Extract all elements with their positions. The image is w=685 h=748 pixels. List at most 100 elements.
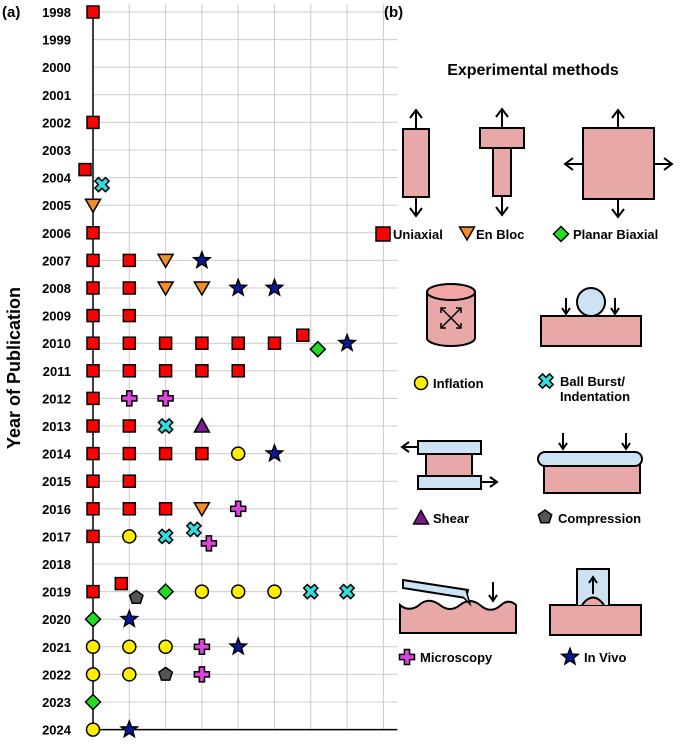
legend-in-vivo-label: In Vivo	[584, 650, 626, 665]
marker-square-2013	[122, 419, 137, 433]
legend-shear-label: Shear	[433, 511, 469, 526]
year-tick-label: 2005	[42, 198, 71, 213]
marker-circle-2024	[85, 722, 101, 737]
marker-triangle-down-2016	[193, 502, 211, 518]
marker-plus-2016	[229, 500, 247, 518]
year-tick-label: 2013	[42, 419, 71, 434]
panel-a-label: (a)	[2, 4, 20, 21]
legend-en-bloc-label: En Bloc	[476, 227, 524, 242]
legend-marker-circle	[413, 375, 429, 391]
year-tick-label: 2017	[42, 529, 71, 544]
marker-triangle-down-2008	[193, 281, 211, 297]
legend-marker-plus	[398, 648, 416, 666]
marker-plus-2012	[121, 390, 138, 407]
year-tick-label: 2008	[42, 281, 71, 296]
marker-star-2008	[228, 277, 249, 297]
marker-square-2016	[86, 502, 100, 516]
panel-a-timeline-chart: (a) 199819992000200120022003200420052006…	[2, 4, 398, 739]
legend-uniaxial-label: Uniaxial	[393, 227, 443, 242]
legend-planar-biaxial: Planar Biaxial	[552, 225, 658, 243]
marker-square-2010	[158, 336, 173, 350]
marker-x-2017	[185, 521, 203, 538]
year-tick-label: 2015	[42, 474, 71, 489]
marker-square-2013	[86, 419, 100, 433]
marker-square-2004	[78, 162, 92, 177]
marker-star-2021	[228, 636, 249, 656]
shear-diagram	[400, 440, 499, 490]
marker-square-2019	[114, 576, 129, 591]
marker-triangle-down-2007	[156, 253, 175, 269]
legend-microscopy-label: Microscopy	[420, 650, 493, 665]
panel-b-label: (b)	[384, 4, 403, 21]
year-tick-label: 2024	[42, 723, 72, 738]
legend-ball-burst-label-line2: Indentation	[560, 389, 630, 404]
in-vivo-diagram	[549, 568, 642, 636]
marker-square-2015	[122, 474, 137, 488]
marker-square-2014	[86, 446, 100, 461]
marker-circle-2022	[122, 667, 137, 682]
marker-star-2007	[191, 249, 213, 270]
year-tick-label: 2012	[42, 391, 71, 406]
year-tick-label: 2022	[42, 667, 71, 682]
marker-square-2010	[231, 336, 245, 350]
year-tick-label: 2023	[42, 695, 71, 710]
legend-in-vivo: In Vivo	[559, 646, 626, 666]
marker-square-2008	[86, 281, 100, 295]
marker-circle-2019	[230, 584, 246, 599]
marker-square-2016	[158, 502, 173, 516]
legend-inflation-label: Inflation	[433, 376, 484, 391]
marker-plus-2012	[157, 390, 174, 407]
year-tick-label: 2011	[43, 364, 71, 379]
marker-diamond-2010	[309, 340, 327, 358]
legend-marker-square	[375, 226, 391, 242]
marker-square-2007	[86, 253, 100, 268]
marker-square-2011	[86, 364, 100, 378]
y-axis-title: Year of Publication	[4, 287, 24, 449]
marker-x-2013	[157, 417, 174, 435]
microscopy-diagram	[399, 578, 517, 634]
year-tick-label: 2010	[42, 336, 71, 351]
legend-marker-x	[537, 372, 555, 390]
marker-square-2006	[86, 226, 100, 240]
marker-diamond-2019	[157, 583, 175, 601]
legend-marker-triangle-up	[412, 508, 430, 525]
en-bloc-diagram	[479, 107, 525, 217]
marker-square-2010	[296, 328, 310, 342]
marker-circle-2017	[122, 529, 137, 544]
year-tick-label: 2003	[42, 143, 71, 158]
marker-square-2010	[267, 336, 282, 350]
legend-marker-diamond	[552, 225, 570, 243]
legend-microscopy: Microscopy	[398, 648, 493, 666]
compression-diagram	[537, 433, 643, 494]
year-tick-label: 1999	[42, 33, 71, 48]
marker-diamond-2023	[84, 693, 102, 711]
marker-plus-2022	[193, 666, 211, 683]
marker-square-2009	[86, 308, 100, 323]
marker-triangle-down-2008	[156, 281, 175, 297]
legend-marker-triangle-down	[458, 226, 476, 242]
marker-square-2010	[86, 336, 100, 350]
marker-x-2017	[157, 528, 174, 545]
marker-circle-2019	[267, 584, 282, 599]
legend-compression: Compression	[537, 509, 641, 526]
marker-square-2007	[122, 253, 137, 268]
marker-diamond-2020	[84, 610, 102, 628]
year-tick-label: 2016	[42, 502, 71, 517]
marker-triangle-down-2005	[84, 198, 102, 214]
marker-circle-2014	[230, 446, 246, 461]
year-axis-labels: 1998199920002001200220032004200520062007…	[42, 5, 72, 738]
marker-square-2011	[231, 364, 245, 378]
marker-square-2011	[158, 364, 173, 378]
legend-marker-pentagon	[537, 509, 553, 524]
legend-ball-burst: Ball Burst/ Indentation	[537, 372, 630, 404]
legend-marker-star	[559, 646, 581, 666]
year-tick-label: 2002	[42, 115, 71, 130]
marker-star-2024	[119, 718, 140, 739]
marker-square-2015	[86, 474, 100, 488]
methods-title: Experimental methods	[447, 62, 619, 79]
year-tick-label: 2020	[42, 612, 71, 627]
marker-plus-2017	[200, 535, 218, 552]
marker-x-2019	[338, 583, 356, 600]
legend-ball-burst-label-line1: Ball Burst/	[560, 374, 625, 389]
